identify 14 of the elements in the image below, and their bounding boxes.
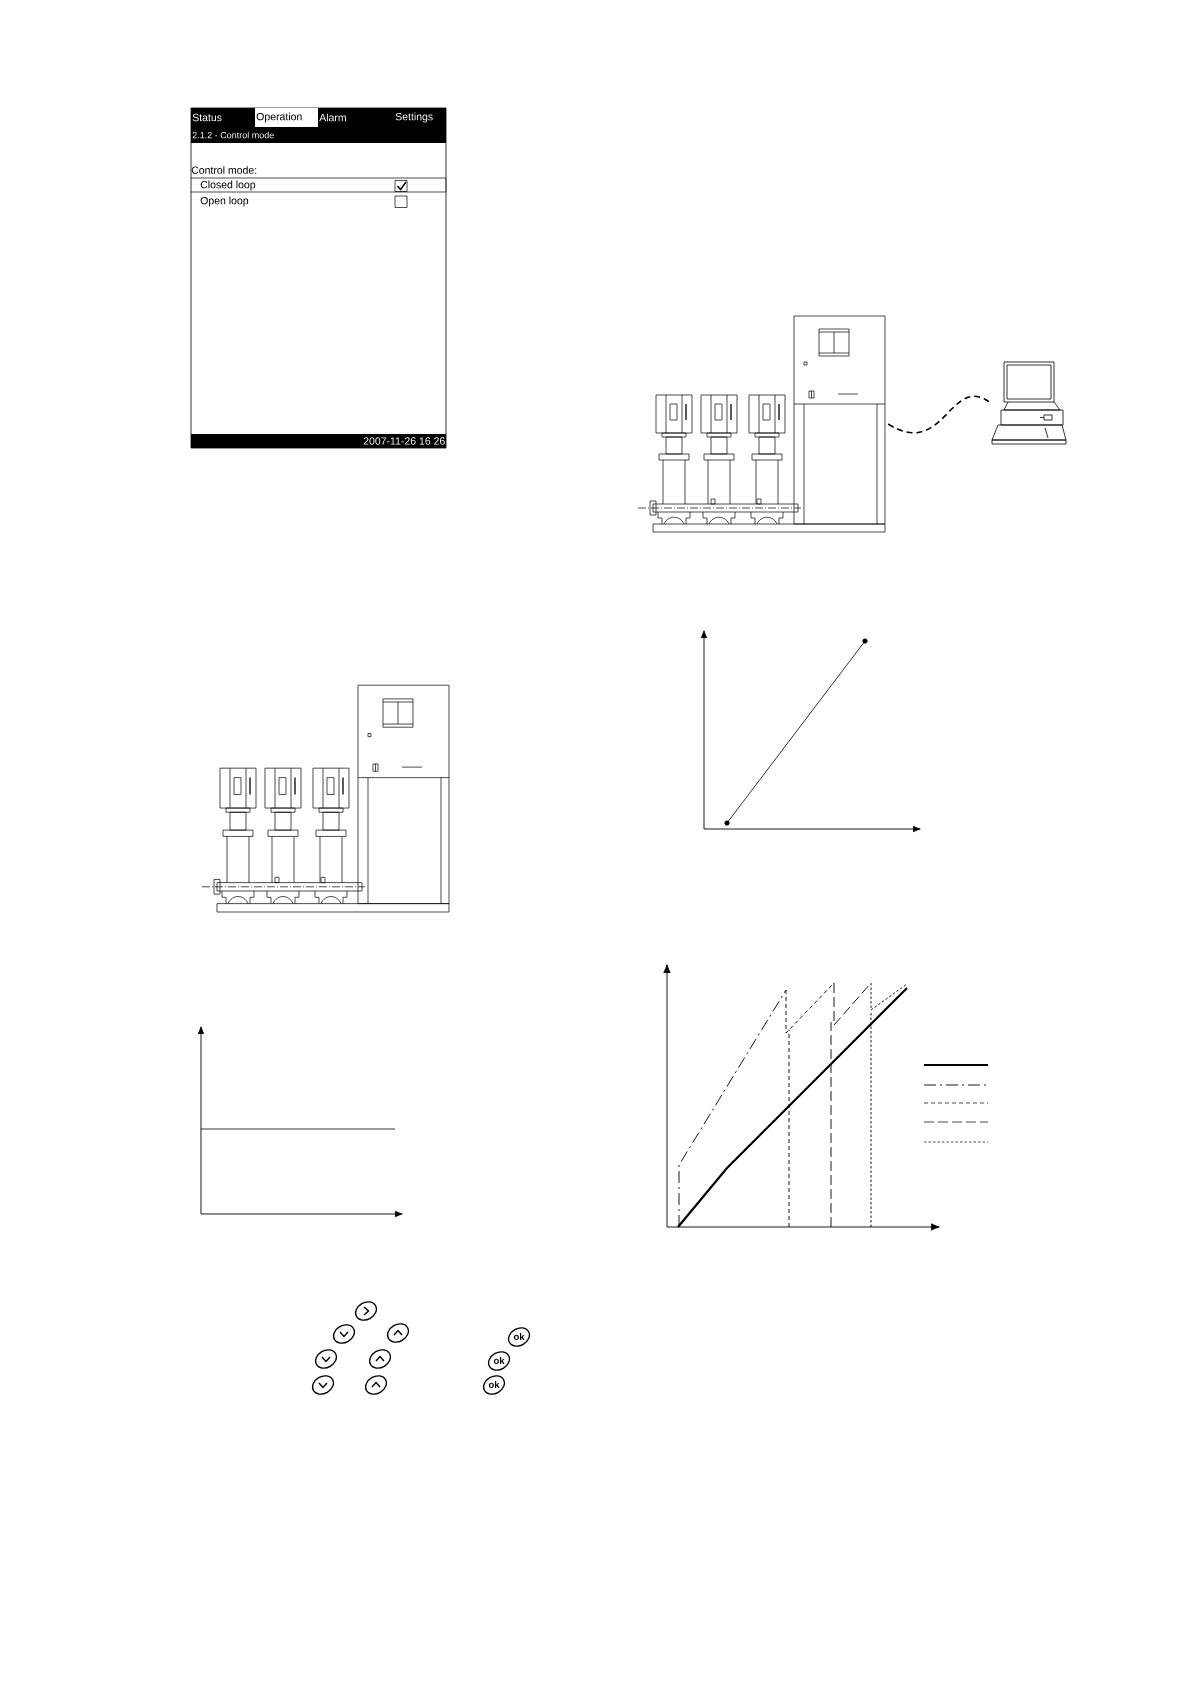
cable xyxy=(887,395,992,434)
picture xyxy=(637,315,886,533)
tab: Alarm xyxy=(318,108,380,127)
ok-button: ok xyxy=(487,1351,511,1371)
option-label: Closed loop xyxy=(200,180,256,191)
ok-button: ok xyxy=(482,1375,506,1395)
screen-text: Control mode: xyxy=(191,166,257,174)
picture xyxy=(991,361,1067,445)
ok-button: ok xyxy=(507,1327,531,1347)
tab: Status xyxy=(191,108,255,127)
status-bar: 2007-11-26 16 26 xyxy=(191,434,446,448)
option-label: Open loop xyxy=(200,196,249,207)
tab: Operation xyxy=(255,108,318,127)
tab: Settings xyxy=(380,108,446,127)
